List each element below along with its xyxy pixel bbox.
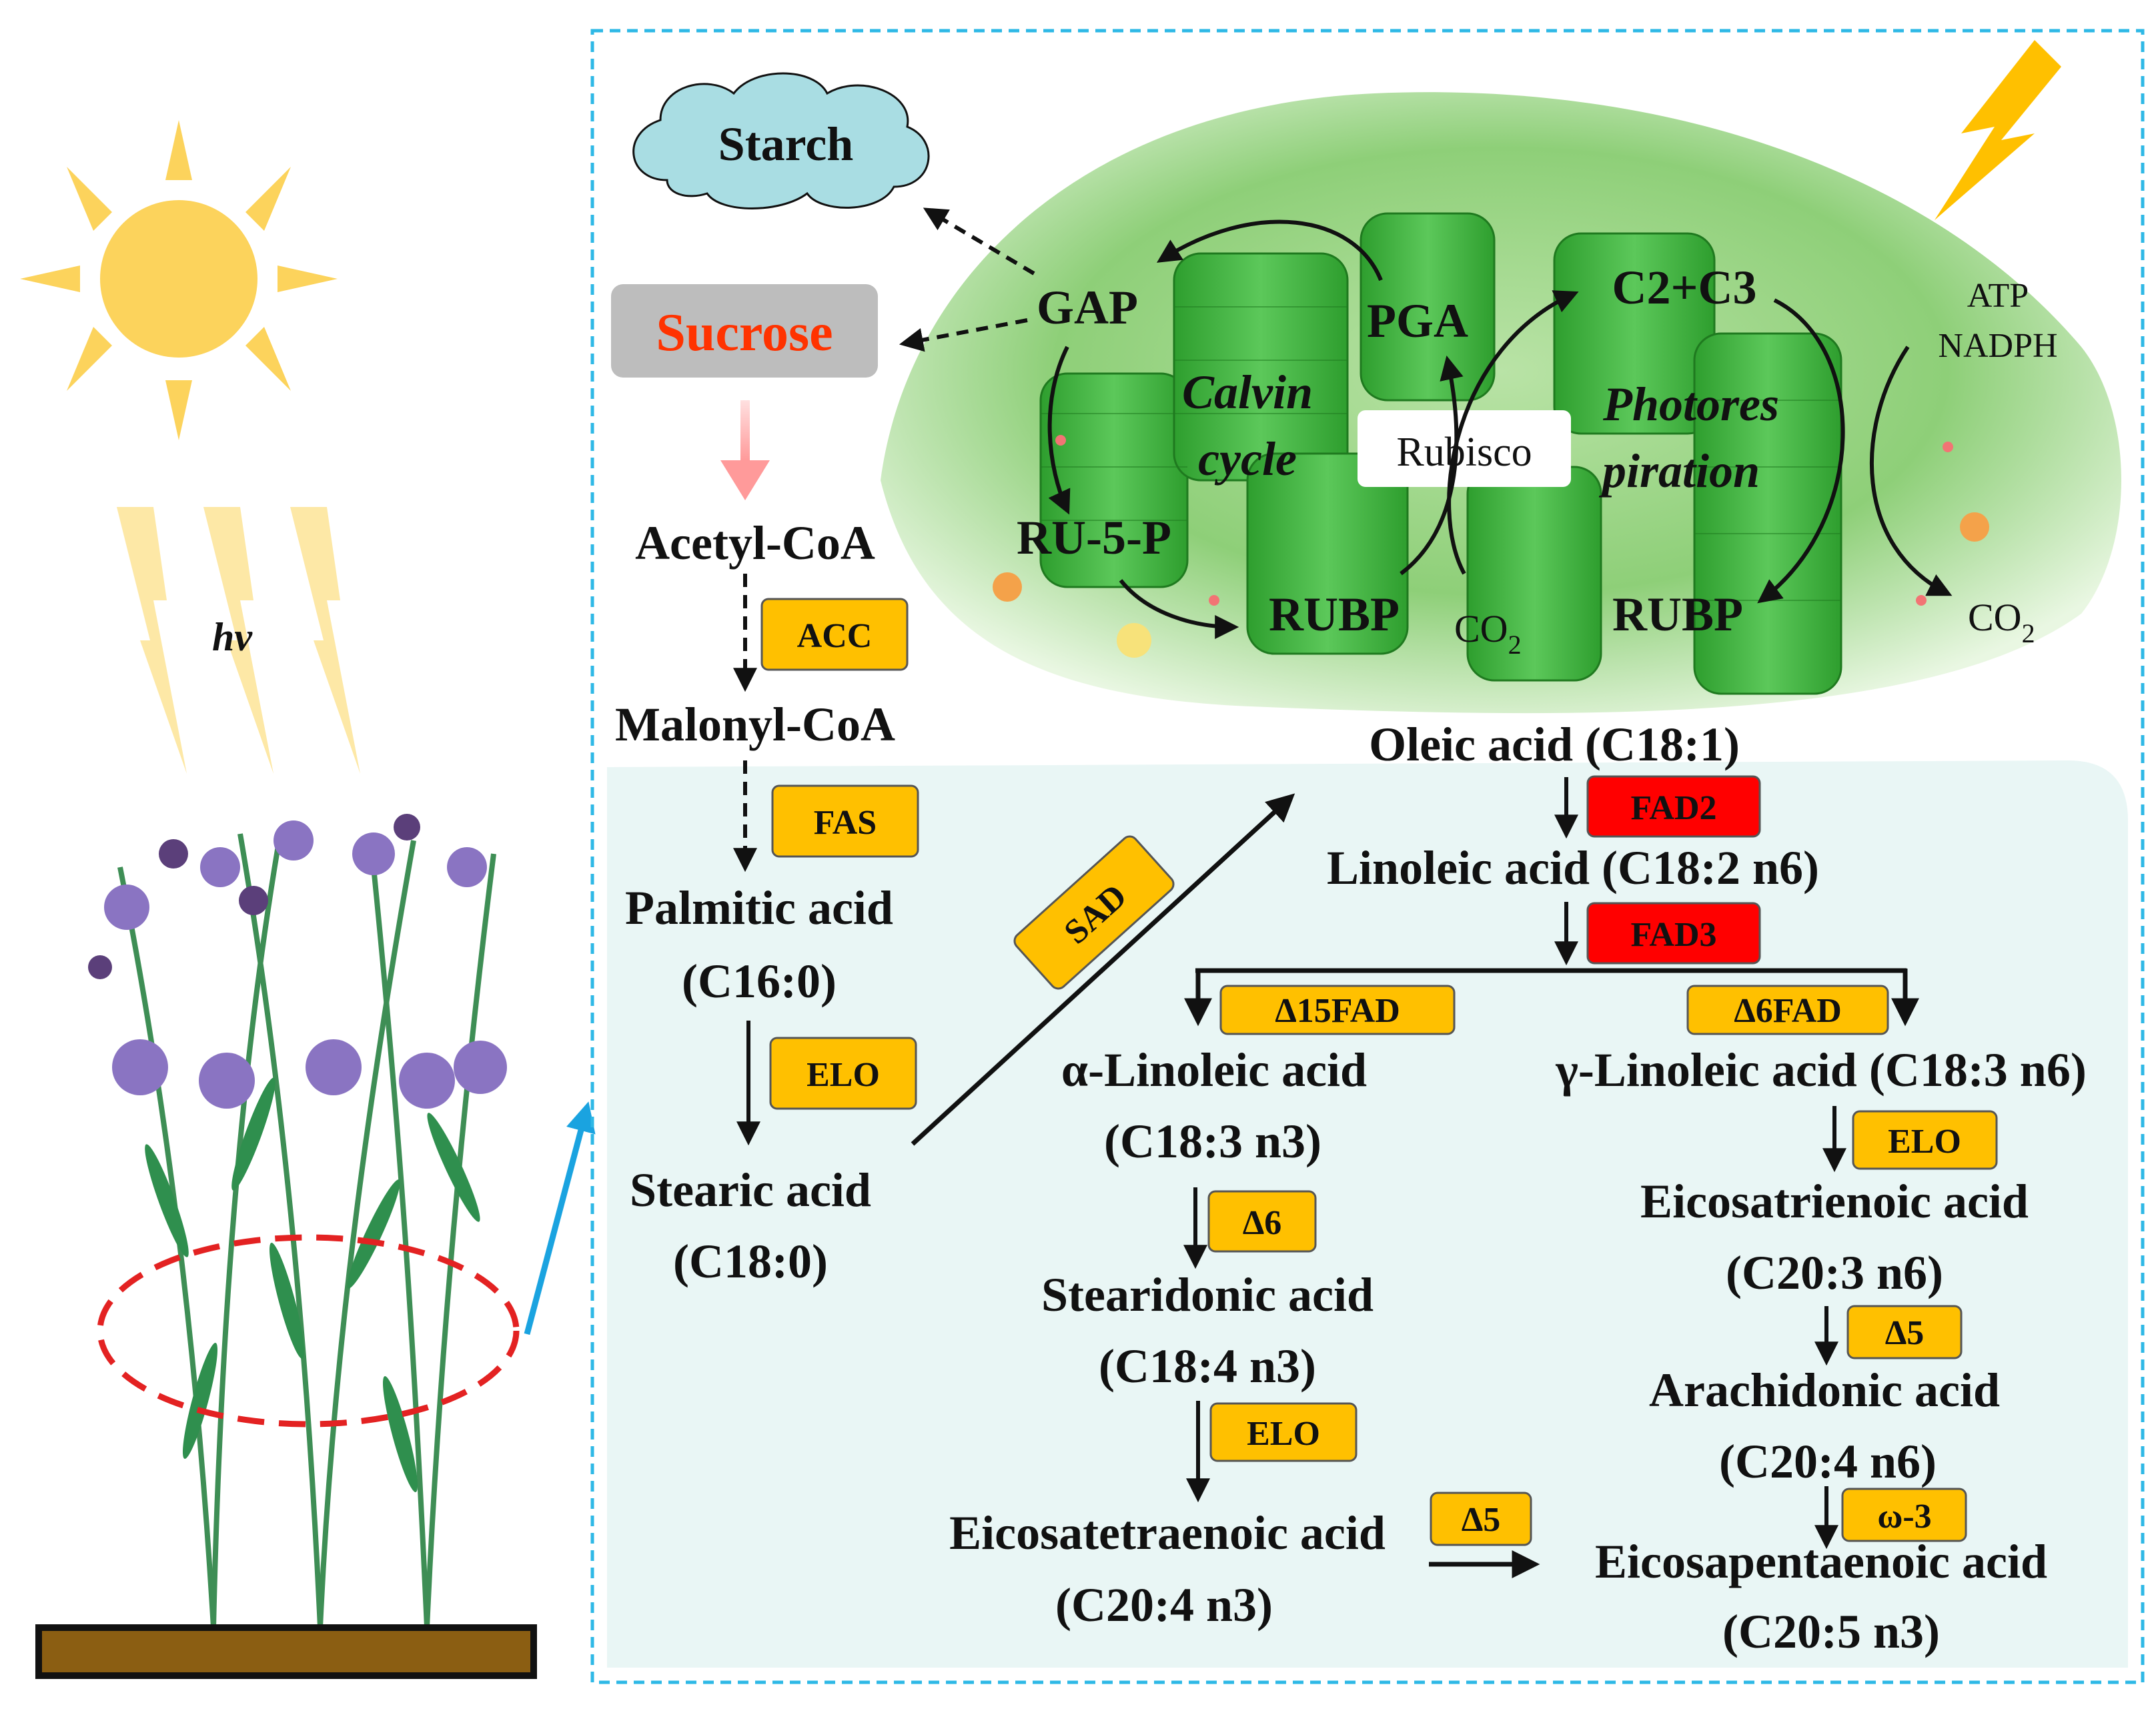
enzyme-elo1-label: ELO xyxy=(806,1056,880,1094)
enzyme-acc-box xyxy=(760,598,909,671)
arachidonic-label-1: Arachidonic acid xyxy=(1649,1363,2000,1417)
sucrose-to-acetyl-arrow xyxy=(720,400,770,500)
zoom-arrow xyxy=(524,1101,596,1335)
stearic-label-2: (C18:0) xyxy=(673,1235,828,1288)
eicosatrienoic-label-2: (C20:3 n6) xyxy=(1726,1246,1943,1299)
calvin-label-2: cycle xyxy=(1198,432,1297,486)
enzyme-fad2-box xyxy=(1586,775,1761,838)
pga-label: PGA xyxy=(1367,294,1468,348)
rubisco-box xyxy=(1358,410,1571,487)
alpha-linoleic-label-2: (C18:3 n3) xyxy=(1104,1115,1321,1168)
co2-label-right: CO2 xyxy=(1968,596,2035,648)
acetyl-coa-label: Acetyl-CoA xyxy=(635,516,875,570)
enzyme-elo2-box xyxy=(1209,1402,1358,1462)
co2-label-center: CO2 xyxy=(1454,607,1522,660)
enzyme-w3-label: ω-3 xyxy=(1877,1498,1931,1536)
starch-cloud xyxy=(632,72,930,209)
rubisco-label: Rubisco xyxy=(1396,430,1532,475)
photoresp-label-2: piration xyxy=(1598,444,1760,498)
enzyme-fad3-box xyxy=(1586,902,1761,965)
selection-ellipse xyxy=(97,1234,520,1428)
epa-label-1: Eicosapentaenoic acid xyxy=(1595,1535,2047,1588)
light-label: hv xyxy=(212,615,253,659)
stearic-label-1: Stearic acid xyxy=(630,1163,871,1217)
stearidonic-label-1: Stearidonic acid xyxy=(1041,1268,1374,1321)
lightning-icon xyxy=(1935,40,2061,220)
gap-to-sucrose-arrow xyxy=(899,318,1028,352)
alpha-linoleic-label-1: α-Linoleic acid xyxy=(1061,1043,1367,1097)
starch-label: Starch xyxy=(718,117,854,171)
light-bolt-icons xyxy=(117,507,360,774)
arachidonic-label-2: (C20:4 n6) xyxy=(1719,1435,1937,1488)
enzyme-w3-box xyxy=(1841,1488,1967,1542)
calvin-label-1: Calvin xyxy=(1182,366,1313,419)
sucrose-box xyxy=(611,284,878,378)
sucrose-label: Sucrose xyxy=(656,304,833,362)
enzyme-acc-label: ACC xyxy=(797,617,873,655)
rubp-right-label: RUBP xyxy=(1612,588,1743,641)
stearidonic-label-2: (C18:4 n3) xyxy=(1099,1339,1316,1393)
soil-bar xyxy=(35,1624,537,1679)
gap-to-starch-arrow xyxy=(923,207,1035,275)
eicosatrienoic-label-1: Eicosatrienoic acid xyxy=(1640,1175,2029,1228)
enzyme-d5-left-label: Δ5 xyxy=(1462,1501,1501,1539)
enzyme-fad2-label: FAD2 xyxy=(1630,789,1716,827)
photoresp-label-1: Photores xyxy=(1602,378,1779,431)
enzyme-d15fad-box xyxy=(1219,985,1456,1035)
nadph-label: NADPH xyxy=(1938,327,2057,365)
c2c3-label: C2+C3 xyxy=(1612,261,1756,314)
oleic-label: Oleic acid (C18:1) xyxy=(1369,718,1740,771)
stearic-to-oleic-arrow xyxy=(911,793,1295,1146)
enzyme-fad3-label: FAD3 xyxy=(1630,916,1716,954)
enzyme-elo1-box xyxy=(769,1037,917,1110)
epa-label-2: (C20:5 n3) xyxy=(1722,1605,1940,1658)
malonyl-coa-label: Malonyl-CoA xyxy=(615,698,895,751)
enzyme-d15fad-label: Δ15FAD xyxy=(1275,992,1400,1030)
enzyme-d5-left-box xyxy=(1430,1492,1532,1546)
enzyme-d6-box xyxy=(1207,1190,1317,1253)
enzyme-fas-label: FAS xyxy=(814,804,877,842)
enzyme-elo3-label: ELO xyxy=(1888,1123,1961,1161)
linoleic-label: Linoleic acid (C18:2 n6) xyxy=(1327,841,1819,895)
enzyme-elo3-box xyxy=(1852,1110,1998,1170)
ru5p-label: RU-5-P xyxy=(1017,511,1171,564)
enzyme-sad-box: SAD xyxy=(1013,835,1175,990)
rubp-left-label: RUBP xyxy=(1269,588,1400,641)
gap-label: GAP xyxy=(1037,281,1138,334)
detail-frame xyxy=(590,29,2145,1684)
gamma-linoleic-label: γ-Linoleic acid (C18:3 n6) xyxy=(1555,1043,2087,1097)
enzyme-d5-right-box xyxy=(1846,1305,1963,1359)
calvin-cycle-arrows xyxy=(1047,219,1953,639)
chloroplast-illustration xyxy=(881,92,2121,714)
enzyme-d5-right-label: Δ5 xyxy=(1885,1314,1925,1352)
sun-icon xyxy=(20,120,338,440)
enzyme-fas-box xyxy=(771,784,919,858)
eicosatetraenoic-label-1: Eicosatetraenoic acid xyxy=(949,1506,1386,1560)
branch-bracket xyxy=(1184,968,1919,1027)
palmitic-label-1: Palmitic acid xyxy=(625,881,893,935)
enzyme-d6fad-box xyxy=(1686,985,1889,1035)
enzyme-elo2-label: ELO xyxy=(1247,1415,1320,1453)
flax-plant-illustration xyxy=(88,814,507,1628)
enzyme-d6fad-label: Δ6FAD xyxy=(1734,992,1842,1030)
enzyme-d6-label: Δ6 xyxy=(1243,1204,1282,1242)
atp-label: ATP xyxy=(1967,277,2029,315)
eicosatetraenoic-label-2: (C20:4 n3) xyxy=(1055,1578,1273,1632)
palmitic-label-2: (C16:0) xyxy=(682,955,837,1008)
